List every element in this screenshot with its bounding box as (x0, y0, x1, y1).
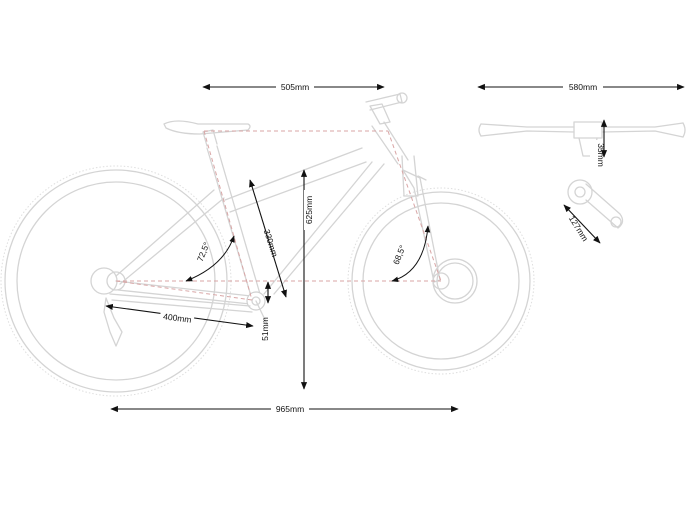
seat-tube-dimension-line (249, 179, 287, 298)
crank-length-dimension-line (563, 204, 601, 244)
saddle (163, 120, 251, 147)
chainstay-label: 400mm (163, 311, 192, 324)
seat-angle-label: 72,5° (195, 241, 212, 263)
fork (401, 155, 441, 283)
stack-label: 625mm (304, 196, 314, 224)
bb-drop-label: 51mm (260, 317, 270, 341)
head-angle-arc (391, 225, 431, 282)
cockpit (365, 92, 408, 125)
reach-label: 505mm (281, 82, 309, 92)
handlebar-detail (478, 121, 686, 157)
seat-angle-arc (185, 235, 235, 282)
stem-length-label: 35mm (596, 143, 606, 167)
crank-detail (567, 179, 624, 229)
wheelbase-label: 965mm (276, 404, 304, 414)
handlebar-width-label: 580mm (569, 82, 597, 92)
head-angle-label: 68,5° (391, 244, 408, 266)
seat-tube-length-label: 330mm (262, 228, 280, 258)
